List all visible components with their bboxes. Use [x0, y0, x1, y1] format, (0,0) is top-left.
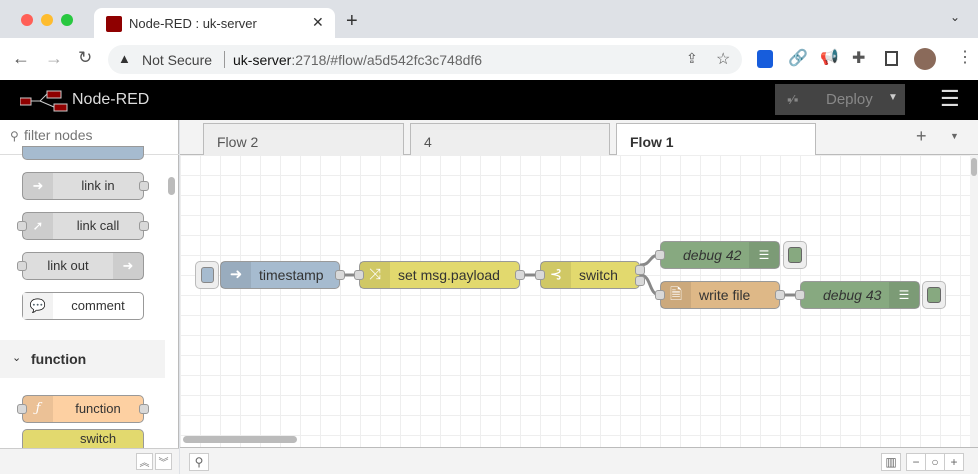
- palette-node-comment[interactable]: 💬comment: [22, 292, 144, 320]
- horizontal-scrollbar[interactable]: [183, 436, 297, 443]
- node-switch[interactable]: ⊰switch: [535, 261, 645, 289]
- address-toolbar: ← → ↻ ▲ Not Secure uk-server:2718/#flow/…: [0, 38, 978, 80]
- collapse-all-icon[interactable]: ︽: [136, 453, 153, 470]
- maximize-window-button[interactable]: [61, 14, 73, 26]
- link-extension-icon[interactable]: 🔗: [788, 50, 808, 67]
- zoom-out-icon[interactable]: −: [906, 453, 926, 471]
- palette-footer: ︽ ︾: [0, 448, 179, 474]
- flow-list-dropdown-icon[interactable]: ▼: [950, 131, 959, 141]
- extensions-puzzle-icon[interactable]: ✚: [852, 50, 866, 67]
- node-red-logo-icon: [20, 90, 68, 112]
- megaphone-extension-icon[interactable]: 📢: [820, 49, 839, 66]
- zoom-in-icon[interactable]: +: [944, 453, 964, 471]
- browser-tab-bar: Node-RED : uk-server ✕ + ⌄: [0, 0, 978, 38]
- palette-node-link-in[interactable]: ➜link in: [22, 172, 149, 200]
- node-timestamp[interactable]: ➜timestamp: [220, 261, 345, 289]
- security-label[interactable]: Not Secure: [142, 52, 213, 68]
- palette-scrollbar[interactable]: [168, 177, 175, 195]
- node-debug-43[interactable]: debug 43☰: [795, 281, 920, 309]
- tab-flow-2[interactable]: Flow 2: [203, 123, 404, 155]
- change-shuffle-icon: ⤨: [360, 262, 390, 288]
- close-tab-icon[interactable]: ✕: [312, 14, 324, 30]
- deploy-dropdown-icon[interactable]: ▼: [888, 92, 898, 103]
- function-icon: ƒ: [23, 396, 53, 422]
- flow-canvas[interactable]: ➜timestamp ⤨set msg.payload ⊰switch debu…: [180, 155, 970, 447]
- node-palette: ⚲ ➜link in ➚link call ➜link out 💬comment…: [0, 120, 179, 474]
- inject-arrow-icon: ➜: [221, 262, 251, 288]
- browser-tab[interactable]: Node-RED : uk-server ✕: [94, 8, 335, 38]
- node-debug-42[interactable]: debug 42☰: [655, 241, 780, 269]
- category-function-header[interactable]: ⌄ function: [0, 340, 165, 378]
- debug-42-toggle[interactable]: [783, 241, 807, 269]
- filter-nodes-input[interactable]: [24, 127, 169, 143]
- minimize-window-button[interactable]: [41, 14, 53, 26]
- link-out-icon: ➜: [113, 253, 143, 279]
- debug-list-icon: ☰: [749, 242, 779, 268]
- workspace-footer: ⚲ ▥ − ○ +: [180, 447, 978, 474]
- comment-icon: 💬: [23, 293, 53, 319]
- add-flow-icon[interactable]: +: [916, 126, 927, 146]
- link-in-icon: ➜: [23, 173, 53, 199]
- search-icon: ⚲: [10, 129, 19, 143]
- profile-avatar[interactable]: [914, 48, 936, 70]
- app-title: Node-RED: [72, 91, 150, 108]
- warning-icon: ▲: [118, 51, 131, 66]
- debug-43-toggle[interactable]: [922, 281, 946, 309]
- deploy-button[interactable]: ▪⁄▪ Deploy ▼: [775, 84, 905, 115]
- switch-branch-icon: ⊰: [541, 262, 571, 288]
- new-tab-icon[interactable]: +: [346, 10, 358, 32]
- vertical-scrollbar[interactable]: [970, 155, 978, 447]
- flow-tabs: Flow 2 4 Flow 1 + ▼: [180, 120, 978, 156]
- palette-node-switch[interactable]: switch: [22, 429, 144, 448]
- close-window-button[interactable]: [21, 14, 33, 26]
- node-red-header: Node-RED ▪⁄▪ Deploy ▼ ☰: [0, 80, 978, 120]
- inject-button[interactable]: [195, 261, 219, 289]
- reload-icon[interactable]: ↻: [78, 48, 93, 67]
- bookmark-star-icon[interactable]: ☆: [716, 51, 731, 68]
- chevron-down-icon: ⌄: [12, 352, 22, 364]
- navigator-map-icon[interactable]: ▥: [881, 453, 901, 471]
- tab-title: Node-RED : uk-server: [129, 16, 257, 31]
- palette-node-partial[interactable]: [22, 146, 144, 160]
- palette-node-link-call[interactable]: ➚link call: [17, 212, 149, 240]
- tab-search-chevron-icon[interactable]: ⌄: [950, 10, 961, 24]
- bitwarden-extension-icon[interactable]: [757, 50, 773, 68]
- side-panel-icon[interactable]: [885, 51, 898, 66]
- search-flows-icon[interactable]: ⚲: [189, 453, 209, 471]
- palette-node-link-out[interactable]: ➜link out: [17, 252, 144, 280]
- node-set-msg-payload[interactable]: ⤨set msg.payload: [354, 261, 525, 289]
- tab-flow-1[interactable]: Flow 1: [616, 123, 816, 156]
- debug-list-icon: ☰: [889, 282, 919, 308]
- main-menu-icon[interactable]: ☰: [940, 86, 960, 111]
- deploy-icon: ▪⁄▪: [787, 92, 799, 107]
- node-red-favicon-icon: [106, 16, 122, 32]
- zoom-reset-icon[interactable]: ○: [925, 453, 945, 471]
- file-icon: 🗎: [661, 282, 691, 308]
- url-bar[interactable]: ▲ Not Secure uk-server:2718/#flow/a5d542…: [108, 45, 742, 74]
- share-icon[interactable]: ⇪: [686, 50, 698, 66]
- node-write-file[interactable]: 🗎write file: [655, 281, 785, 309]
- url-text[interactable]: uk-server:2718/#flow/a5d542fc3c748df6: [233, 52, 483, 68]
- browser-menu-icon[interactable]: ⋮: [957, 49, 973, 66]
- tab-4[interactable]: 4: [410, 123, 610, 155]
- expand-all-icon[interactable]: ︾: [155, 453, 172, 470]
- back-icon[interactable]: ←: [12, 48, 30, 68]
- forward-icon[interactable]: →: [45, 48, 63, 68]
- link-call-icon: ➚: [23, 213, 53, 239]
